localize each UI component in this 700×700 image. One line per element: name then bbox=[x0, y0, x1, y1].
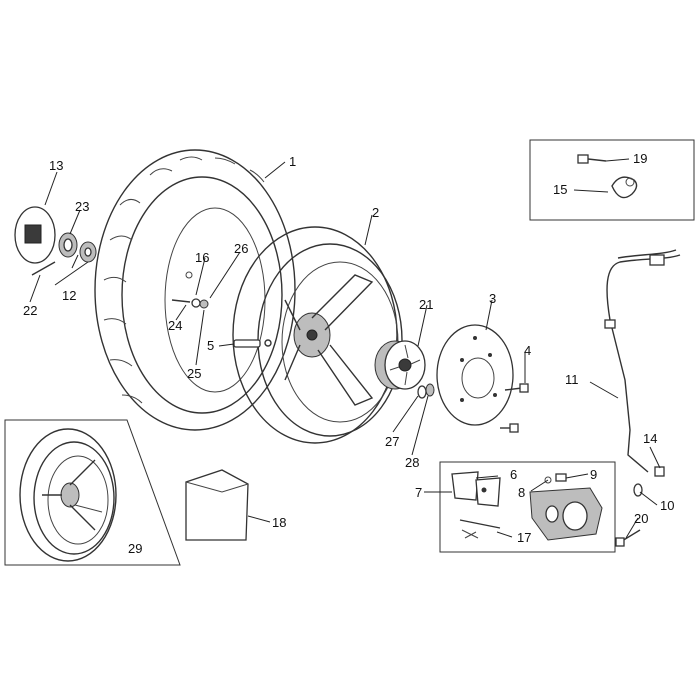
callout-29: 29 bbox=[128, 541, 142, 556]
speedometer-drive-ring bbox=[14, 206, 56, 264]
bleed-screw bbox=[544, 473, 567, 484]
callout-14: 14 bbox=[643, 431, 657, 446]
pad-pin-kit bbox=[459, 519, 501, 539]
callout-28: 28 bbox=[405, 455, 419, 470]
callout-10: 10 bbox=[660, 498, 674, 513]
callout-9: 9 bbox=[590, 467, 597, 482]
callout-4: 4 bbox=[524, 343, 531, 358]
caliper-bolt bbox=[615, 529, 641, 547]
callout-7: 7 bbox=[415, 485, 422, 500]
leader-lines bbox=[29, 158, 661, 539]
callout-1: 1 bbox=[289, 154, 296, 169]
callout-labels: 1 2 3 4 5 6 7 8 9 10 11 12 13 14 15 17 1… bbox=[23, 151, 674, 556]
complete-wheel bbox=[19, 428, 117, 562]
tyre-valve bbox=[233, 339, 272, 348]
callout-25: 25 bbox=[187, 366, 201, 381]
callout-6: 6 bbox=[510, 467, 517, 482]
callout-18: 18 bbox=[272, 515, 286, 530]
brake-caliper-inset bbox=[439, 461, 616, 553]
callout-3: 3 bbox=[489, 291, 496, 306]
hose-clamp-inset bbox=[529, 139, 695, 221]
union-bolt bbox=[654, 466, 665, 477]
clamp-screw bbox=[577, 154, 607, 164]
callout-5: 5 bbox=[207, 338, 214, 353]
callout-22: 22 bbox=[23, 303, 37, 318]
brake-disc bbox=[436, 324, 514, 426]
callout-8: 8 bbox=[518, 485, 525, 500]
callout-11: 11 bbox=[565, 372, 579, 387]
callout-19: 19 bbox=[633, 151, 647, 166]
callout-26: 26 bbox=[234, 241, 248, 256]
wheel-rim bbox=[232, 226, 403, 444]
needle-bearing bbox=[58, 232, 78, 258]
instruction-sheet bbox=[185, 469, 249, 541]
brake-pads bbox=[451, 471, 501, 507]
callout-24: 24 bbox=[168, 318, 182, 333]
hose-washer bbox=[633, 483, 643, 497]
complete-wheel-inset bbox=[4, 419, 181, 566]
spacer-washers bbox=[417, 383, 435, 399]
callout-27: 27 bbox=[385, 434, 399, 449]
callout-12: 12 bbox=[62, 288, 76, 303]
callout-23: 23 bbox=[75, 199, 89, 214]
brake-hose bbox=[604, 249, 681, 473]
disc-bolts bbox=[500, 383, 529, 433]
callout-20: 20 bbox=[634, 511, 648, 526]
split-pin bbox=[31, 261, 56, 276]
callout-2: 2 bbox=[372, 205, 379, 220]
callout-16: 16 bbox=[195, 250, 209, 265]
ball-bearing bbox=[79, 241, 97, 263]
tyre bbox=[94, 149, 296, 431]
hose-clamp bbox=[611, 176, 638, 199]
callout-13: 13 bbox=[49, 158, 63, 173]
callout-17: 17 bbox=[517, 530, 531, 545]
callout-15: 15 bbox=[553, 182, 567, 197]
callout-21: 21 bbox=[419, 297, 433, 312]
brake-caliper bbox=[529, 487, 603, 541]
wheel-hub bbox=[374, 340, 426, 390]
wheel-spacers bbox=[171, 271, 209, 309]
